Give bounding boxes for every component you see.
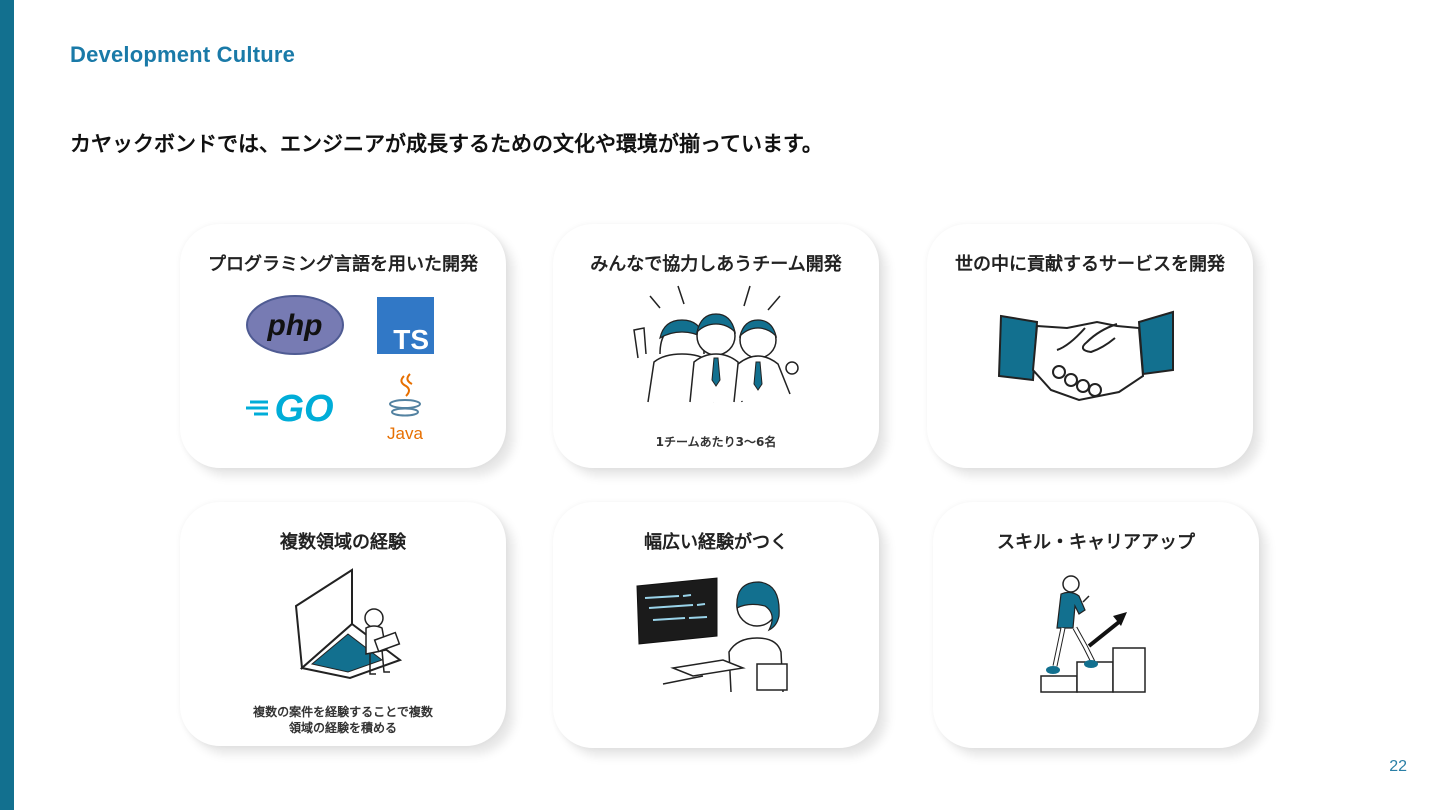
card-service-development: 世の中に貢献するサービスを開発 [927,224,1253,468]
stairs-growth-icon [1040,575,1146,693]
card-title: プログラミング言語を用いた開発 [208,254,478,275]
card-caption: 1チームあたり3〜6名 [655,435,777,449]
php-logo-icon: php [246,295,344,355]
card-caption-line-1: 複数の案件を経験することで複数 [253,705,433,719]
handshake-icon [997,310,1174,402]
language-logos: php TS GO Java [246,295,434,443]
headline: カヤックボンドでは、エンジニアが成長するための文化や環境が揃っています。 [70,132,823,156]
card-skill-career-up: スキル・キャリアアップ [933,502,1259,748]
java-logo-text: Java [387,424,423,443]
person-right-icon [733,319,799,403]
team-illustration-icon [633,285,799,403]
developer-monitor-icon [636,577,788,693]
card-title: 世の中に貢献するサービスを開発 [955,254,1225,275]
laptop-person-icon [294,568,403,680]
card-title: みんなで協力しあうチーム開発 [590,254,842,275]
php-logo-text: php [267,309,323,342]
go-logo-icon: GO [246,388,334,430]
section-title: Development Culture [70,42,296,67]
card-title: スキル・キャリアアップ [997,532,1195,553]
typescript-logo-icon: TS [377,297,434,355]
card-title: 幅広い経験がつく [644,532,788,553]
card-team-development: みんなで協力しあうチーム開発 1チームあたり3〜6名 [553,224,879,468]
card-title: 複数領域の経験 [280,532,406,553]
page-number: 22 [1389,758,1407,775]
left-accent-bar [0,0,14,810]
go-logo-text: GO [274,388,333,430]
card-programming-languages: プログラミング言語を用いた開発 php TS GO Java [180,224,506,468]
java-logo-icon: Java [387,373,423,443]
card-caption-line-2: 領域の経験を積める [288,721,397,735]
card-broad-experience: 幅広い経験がつく [553,502,879,748]
ts-logo-text: TS [393,324,429,355]
person-center-icon [689,313,743,403]
card-multiple-domains: 複数領域の経験 複数の案件を経験することで複数 領域の経験を積める [180,502,506,746]
